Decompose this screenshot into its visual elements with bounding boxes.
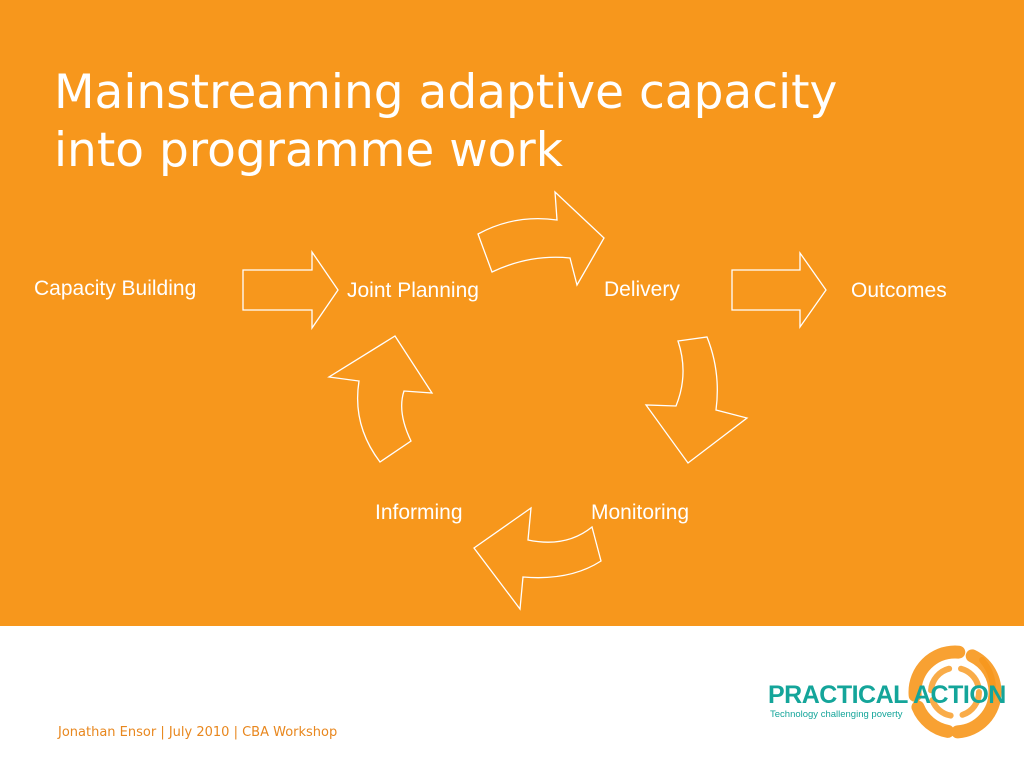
node-joint-planning: Joint Planning: [347, 279, 479, 302]
logo-tagline: Technology challenging poverty: [770, 709, 903, 720]
cycle-diagram: [242, 190, 827, 611]
node-capacity-building: Capacity Building: [34, 277, 197, 300]
node-delivery: Delivery: [604, 278, 680, 301]
logo-swirl-icon: [908, 645, 1002, 739]
arrow-delivery-to-monitoring: [644, 336, 749, 464]
footer-credit: Jonathan Ensor | July 2010 | CBA Worksho…: [58, 725, 338, 740]
slide-title: Mainstreaming adaptive capacity into pro…: [54, 64, 974, 180]
arrow-delivery-to-outcomes: [731, 250, 827, 330]
arrow-planning-to-delivery: [477, 190, 605, 287]
node-outcomes: Outcomes: [851, 279, 947, 302]
node-monitoring: Monitoring: [591, 501, 690, 524]
title-line-1: Mainstreaming adaptive capacity: [54, 65, 838, 120]
node-informing: Informing: [375, 501, 463, 524]
arrow-informing-to-planning: [327, 335, 434, 463]
practical-action-logo: PRACTICAL ACTION Technology challenging …: [760, 640, 1010, 755]
arrow-capacity-to-planning: [242, 249, 339, 331]
title-line-2: into programme work: [54, 123, 563, 178]
logo-name: PRACTICAL ACTION: [768, 681, 1006, 709]
arrow-monitoring-to-informing: [473, 506, 602, 611]
